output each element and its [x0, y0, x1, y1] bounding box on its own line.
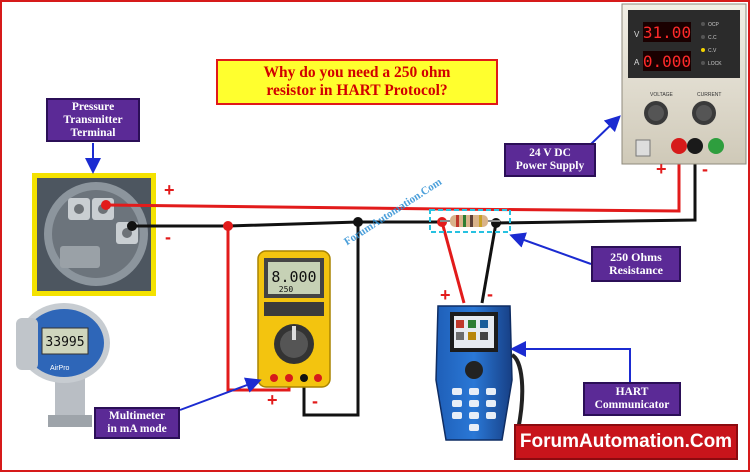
brand-logo: ForumAutomation.Com: [514, 424, 738, 460]
label-line: 250 Ohms: [610, 250, 662, 264]
label-line: Terminal: [70, 126, 116, 139]
diagram-title: Why do you need a 250 ohm resistor in HA…: [216, 59, 498, 105]
label-hart-communicator: HART Communicator: [583, 382, 681, 416]
resistor-250-ohm: [429, 209, 511, 233]
svg-text:AirPro: AirPro: [50, 365, 70, 372]
label-multimeter: Multimeter in mA mode: [94, 407, 180, 439]
pressure-transmitter-device: 33995 AirPro: [16, 303, 110, 427]
label-line: Pressure: [71, 100, 115, 113]
plus-sign-power-supply: +: [656, 159, 667, 179]
label-line: HART: [615, 386, 649, 398]
pressure-transmitter-terminal: [32, 173, 156, 296]
indicator-ocp: OCP: [708, 22, 720, 28]
indicator-lock: LOCK: [708, 61, 722, 67]
plus-sign-transmitter: +: [164, 180, 175, 200]
current-knob-label: CURRENT: [697, 92, 721, 98]
voltage-readout: 31.00: [643, 23, 691, 42]
label-line: Resistance: [609, 263, 663, 277]
multimeter-device: 8.000 250: [257, 250, 331, 388]
minus-sign-multimeter: -: [312, 391, 318, 411]
minus-sign-hart: -: [487, 284, 493, 304]
label-resistance: 250 Ohms Resistance: [591, 246, 681, 282]
minus-sign-transmitter: -: [165, 227, 171, 247]
label-line: Transmitter: [63, 113, 123, 126]
indicator-cv: C.V: [708, 48, 717, 54]
label-pressure-transmitter: Pressure Transmitter Terminal: [46, 98, 140, 142]
title-line-1: Why do you need a 250 ohm: [263, 64, 451, 81]
label-power-supply: 24 V DC Power Supply: [504, 143, 596, 177]
current-unit: A: [634, 58, 640, 67]
indicator-cc: C.C: [708, 35, 717, 41]
label-line: Multimeter: [108, 410, 166, 422]
power-supply-unit: 31.00 0.000 V A OCP C.C C.V LOCK VOLTAGE…: [621, 3, 747, 165]
minus-sign-power-supply: -: [702, 159, 708, 179]
transmitter-display: 33995: [45, 335, 84, 350]
plus-sign-multimeter: +: [267, 390, 278, 410]
hart-communicator-device: [435, 305, 525, 441]
title-line-2: resistor in HART Protocol?: [266, 82, 448, 99]
current-readout: 0.000: [643, 52, 691, 71]
voltage-knob-label: VOLTAGE: [650, 92, 674, 98]
pointer-arrows: [85, 115, 631, 411]
label-line: in mA mode: [107, 423, 167, 435]
label-line: Communicator: [594, 399, 670, 411]
multimeter-reading: 8.000: [271, 268, 316, 286]
label-line: Power Supply: [515, 160, 585, 172]
multimeter-sub-reading: 250: [279, 285, 294, 294]
plus-sign-hart: +: [440, 285, 451, 305]
voltage-unit: V: [634, 30, 640, 39]
label-line: 24 V DC: [529, 147, 571, 159]
